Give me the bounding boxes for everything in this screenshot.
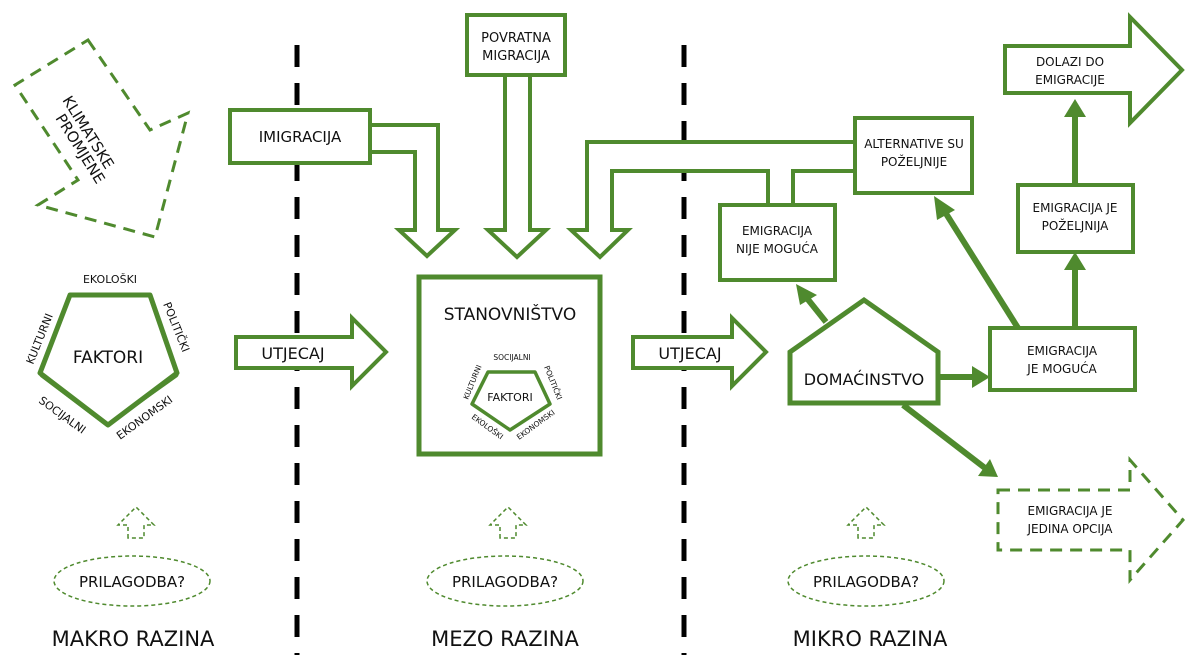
emigration-impossible-box [718,203,837,282]
emigration-possible-box [988,326,1137,392]
macro-influence-label: UTJECAJ [261,344,324,363]
macro-adaptation-label: PRILAGODBA? [79,573,185,591]
emigration-preferable-label-2: POŽELJNIJA [1042,218,1110,233]
population-factor-social: SOCIJALNI [493,353,530,362]
emigration-only-option-label-1: EMIGRACIJA JE [1027,504,1112,518]
meso-influence-arrow: UTJECAJ [631,313,769,391]
meso-level-title: MEZO RAZINA [431,627,579,651]
emigration-preferable-box [1016,183,1135,254]
immigration-label: IMIGRACIJA [259,128,342,146]
climate-change-arrow: KLIMATSKE PROMJENE [12,37,191,239]
return-migration-box [465,13,567,77]
household-arrows [796,99,1086,477]
emigration-impossible-label-2: NIJE MOGUĆA [736,241,819,256]
meso-adaptation: PRILAGODBA? [426,505,584,607]
emigration-possible-label-1: EMIGRACIJA [1027,344,1098,358]
population-label: STANOVNIŠTVO [444,303,577,325]
macro-adaptation-arrow [116,505,156,539]
return-migration-label-2: MIGRACIJA [482,49,550,64]
emigration-only-option-arrow: EMIGRACIJA JE JEDINA OPCIJA [996,456,1186,584]
micro-adaptation-label: PRILAGODBA? [813,573,919,591]
immigration-flow: IMIGRACIJA [228,108,461,259]
population-box: STANOVNIŠTVO FAKTORI SOCIJALNI POLITIČKI… [416,274,603,457]
alternatives-label-2: POŽELJNIJE [881,154,947,169]
meso-adaptation-arrow [488,505,528,539]
emigration-occurs-label-2: EMIGRACIJE [1035,73,1105,87]
emigration-preferable-label-1: EMIGRACIJA JE [1032,201,1117,215]
micro-adaptation-arrow [846,505,886,539]
immigration-box [228,108,372,165]
micro-level-title: MIKRO RAZINA [793,627,948,651]
macro-adaptation-ellipse [53,555,211,607]
emigration-only-option-label-2: JEDINA OPCIJA [1026,522,1113,536]
emigration-impossible-label-1: EMIGRACIJA [742,224,813,238]
macro-factors-center: FAKTORI [73,348,143,368]
household-house: DOMAĆINSTVO [787,296,941,406]
emigration-possible-label-2: JE MOGUĆA [1026,361,1097,376]
emigration-occurs-label-1: DOLAZI DO [1036,55,1104,69]
micro-adaptation-ellipse [787,555,945,607]
alternatives-label-1: ALTERNATIVE SU [864,137,964,151]
macro-level-title: MAKRO RAZINA [52,627,215,651]
micro-adaptation: PRILAGODBA? [787,505,945,607]
return-migration-flow: POVRATNA MIGRACIJA [465,13,567,260]
meso-adaptation-ellipse [426,555,584,607]
macro-adaptation: PRILAGODBA? [53,505,211,607]
return-migration-label-1: POVRATNA [481,31,551,46]
population-factors-center: FAKTORI [487,391,532,404]
macro-factor-ecological: EKOLOŠKI [83,273,137,286]
macro-factors-pentagon: FAKTORI EKOLOŠKI POLITIČKI EKONOMSKI SOC… [24,273,192,442]
macro-influence-arrow: UTJECAJ [234,313,389,391]
alternatives-box [853,116,974,195]
meso-adaptation-label: PRILAGODBA? [452,573,558,591]
emigration-occurs-arrow: DOLAZI DO EMIGRACIJE [1003,12,1185,128]
meso-influence-label: UTJECAJ [658,344,721,363]
household-label: DOMAĆINSTVO [804,370,924,389]
